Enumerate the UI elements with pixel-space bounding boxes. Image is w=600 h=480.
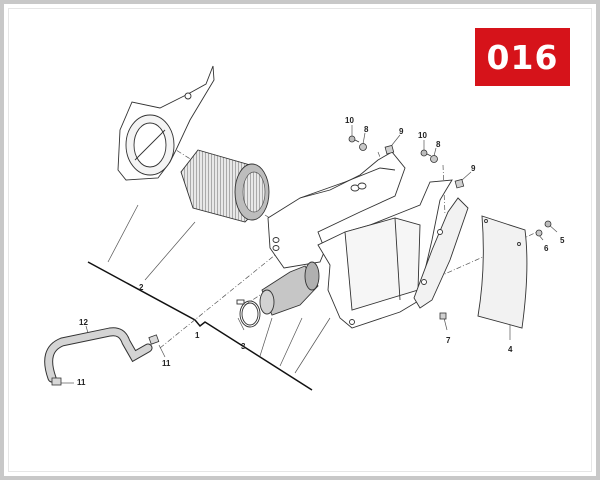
breather-hose [44, 327, 153, 383]
callout-5: 5 [560, 236, 565, 245]
callout-9b: 9 [471, 164, 476, 173]
callout-6: 6 [544, 244, 549, 253]
callout-9a: 9 [399, 127, 404, 136]
callout-3: 3 [241, 342, 246, 351]
callout-4: 4 [508, 345, 513, 354]
hardware-parts [51, 135, 552, 386]
callout-8b: 8 [436, 140, 441, 149]
callout-2: 2 [139, 283, 144, 292]
callout-8a: 8 [364, 125, 369, 134]
callout-7: 7 [446, 336, 451, 345]
callout-11a: 11 [162, 359, 171, 368]
intake-boot [259, 261, 320, 316]
air-filter-cartridge [180, 149, 270, 223]
side-cover-bracket [413, 197, 469, 309]
hose-clamp [236, 299, 261, 328]
callout-11b: 11 [77, 378, 86, 387]
intake-duct-flange [117, 65, 215, 181]
assembly-bracket-line [87, 261, 313, 391]
page-number-badge: 016 [475, 28, 570, 86]
callout-10b: 10 [418, 131, 427, 140]
callout-1: 1 [195, 331, 200, 340]
airbox-lower-housing [267, 151, 406, 269]
frame-inner-border [8, 8, 592, 472]
callout-10a: 10 [345, 116, 354, 125]
rubber-flap [477, 215, 528, 329]
callout-12: 12 [79, 318, 88, 327]
